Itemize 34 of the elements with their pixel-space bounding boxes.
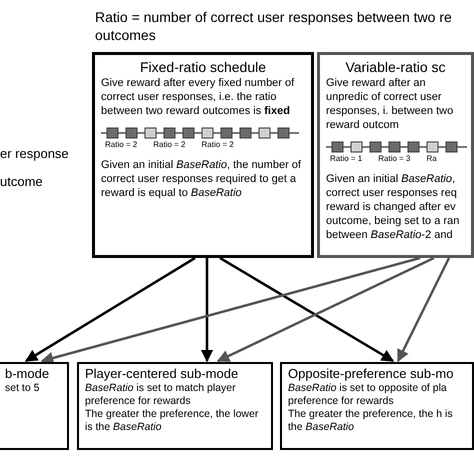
arrow	[24, 256, 196, 362]
box-heading: Player-centered sub-mode	[85, 366, 240, 382]
arrow	[396, 257, 450, 362]
box-heading: b-mode	[5, 366, 50, 382]
box-heading: Opposite-preference sub-mo	[288, 366, 454, 382]
mode-box	[0, 362, 69, 450]
box-description: Given an initial BaseRatio, correct user responses req reward is changed after ev outcome, being set to a ran between BaseRatio-2 and	[326, 172, 460, 242]
box-description: Given an initial BaseRatio, the number of correct user responses required to get a reward is equal to BaseRatio	[101, 158, 302, 200]
box-description: Give reward after every fixed number of correct user responses, i.e. the ratio between two reward outcomes is fixed	[101, 76, 296, 118]
ratio-label: Ratio = 3	[378, 154, 410, 164]
arrow	[40, 256, 420, 364]
ratio-label: Ratio = 2	[105, 140, 138, 150]
box-description: Give reward after an unpredic of correct user responses, i. between two reward outcom	[326, 76, 454, 132]
legend-text: utcome	[0, 173, 43, 191]
arrow	[219, 256, 394, 362]
arrow	[216, 256, 435, 362]
box-heading: Fixed-ratio schedule	[138, 59, 268, 76]
mode-box	[317, 52, 474, 258]
ratio-label: Ratio = 2	[153, 140, 186, 150]
mode-box	[77, 362, 273, 450]
box-description: The greater the preference, the h is the BaseRatio	[288, 408, 454, 434]
box-description: set to 5	[5, 382, 40, 395]
ratio-label: Ratio = 1	[330, 154, 362, 164]
mode-box	[92, 52, 314, 258]
box-description: The greater the preference, the lower is the BaseRatio	[85, 408, 260, 434]
box-heading: Variable-ratio sc	[344, 59, 447, 76]
box-description: BaseRatio is set to match player preference for rewards	[85, 382, 237, 408]
legend-text: er response	[0, 145, 69, 163]
ratio-definition: Ratio = number of correct user responses between two re outcomes	[95, 8, 453, 44]
box-description: BaseRatio is set to opposite of pla preference for rewards	[288, 382, 448, 408]
arrow	[200, 258, 214, 362]
ratio-label: Ratio = 2	[202, 140, 234, 150]
ratio-label: Ra	[426, 154, 437, 164]
mode-box	[280, 362, 474, 450]
